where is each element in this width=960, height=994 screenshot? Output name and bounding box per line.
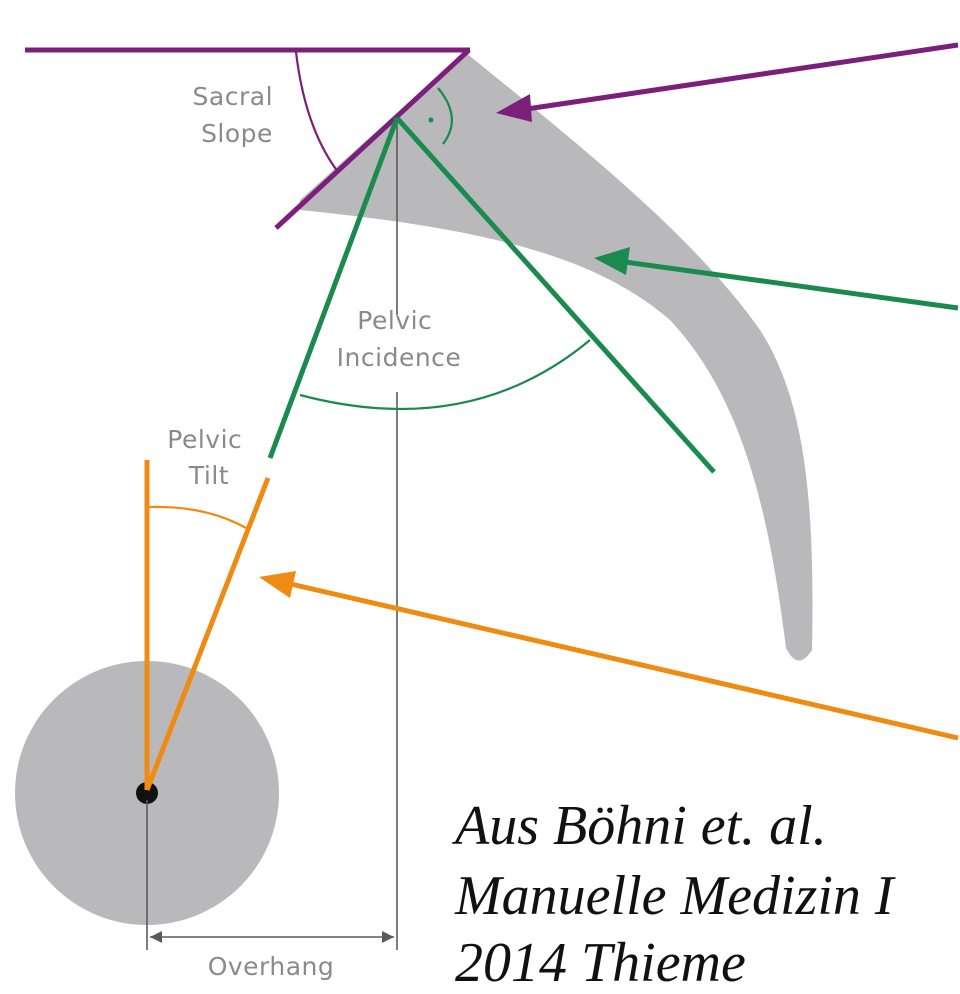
citation-line-2: Manuelle Medizin I [455, 868, 894, 924]
overhang-arrow-right [382, 931, 394, 943]
sacral-slope-arc [296, 52, 338, 172]
pelvic-tilt-arc [147, 507, 246, 528]
sacral-slope-arrow [520, 45, 958, 110]
pelvic-tilt-arrowhead [259, 571, 296, 598]
right-angle-dot [429, 118, 434, 123]
overhang-arrow-left [150, 931, 162, 943]
pelvic-incidence-label: Pelvic Incidence [337, 306, 462, 372]
hip-to-sacrum-line [270, 118, 397, 458]
overhang-label: Overhang [208, 952, 335, 981]
citation-line-1: Aus Böhni et. al. [455, 798, 827, 854]
citation-line-3: 2014 Thieme [455, 935, 746, 991]
pelvic-tilt-arrow [282, 582, 958, 738]
pelvic-tilt-label: Pelvic Tilt [167, 425, 250, 490]
sacral-slope-label: Sacral Slope [193, 82, 282, 148]
